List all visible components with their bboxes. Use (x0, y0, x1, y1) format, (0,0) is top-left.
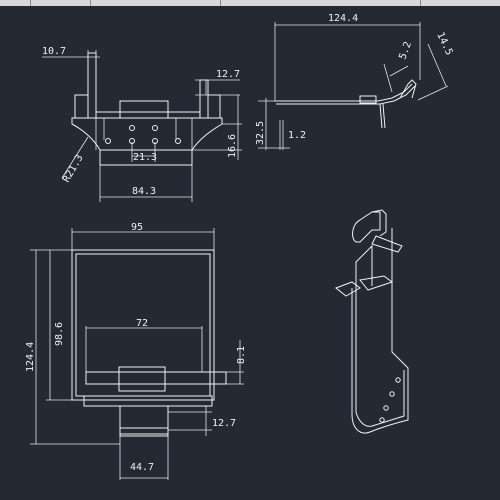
dim-slot-width: 72 (136, 318, 148, 329)
dim-side-height: 32.5 (255, 121, 266, 145)
side-hook (399, 79, 417, 99)
dim-radius: R21.3 (61, 153, 86, 185)
tab-4[interactable] (220, 0, 421, 6)
slot-bar (85, 371, 227, 385)
side-profile (276, 83, 416, 105)
tab-3[interactable] (90, 0, 221, 6)
dim-side-thickness: 1.2 (288, 130, 306, 141)
dim-base-width: 84.3 (132, 186, 156, 197)
side-clip (359, 95, 377, 104)
iso-plate-outline (351, 228, 409, 434)
iso-hook-back (371, 209, 387, 237)
dim-side-width: 124.4 (328, 13, 358, 24)
left-block (74, 94, 89, 119)
dim-front-height: 124.4 (25, 342, 36, 372)
hole-4 (175, 138, 181, 144)
isometric-view (335, 209, 409, 434)
dim-foot-height: 12.7 (212, 418, 236, 429)
iso-hole-1 (395, 377, 401, 383)
front-base (83, 395, 213, 407)
iso-lower-tab-left (335, 281, 361, 297)
front-view: 95 72 8.1 12.7 44.7 124.4 (25, 222, 247, 480)
dim-front-width: 95 (131, 222, 143, 233)
dim-slot-height: 8.1 (236, 346, 247, 364)
slot-block (118, 366, 166, 392)
right-tab-outline (199, 79, 209, 118)
tab-2[interactable] (30, 0, 91, 6)
dim-plate-height: 98.6 (54, 322, 65, 346)
dim-tab-width: 10.7 (42, 46, 66, 57)
center-block (119, 100, 169, 119)
hole-5 (129, 125, 135, 131)
side-drop-leg (379, 103, 386, 129)
top-view: 10.7 12.7 16.6 R21.3 21.3 84.3 (42, 46, 242, 202)
side-view: 124.4 5.2 14.5 32.5 1.2 (255, 13, 454, 150)
window-title-bar (0, 0, 500, 6)
tab-1[interactable] (0, 0, 31, 6)
dim-hole-spacing: 21.3 (133, 152, 157, 163)
iso-lower-tab-right (359, 275, 394, 291)
dim-side-a: 5.2 (397, 40, 414, 61)
dim-side-b: 14.5 (434, 31, 454, 57)
front-plate (71, 249, 215, 401)
iso-hook-top (352, 211, 381, 243)
front-foot (119, 405, 169, 437)
iso-side-tab (371, 235, 403, 253)
iso-plate-inner (355, 288, 405, 427)
hole-1 (105, 138, 111, 144)
left-tab-outline (87, 52, 97, 118)
inner-edges (95, 118, 193, 150)
dim-foot-width: 44.7 (130, 462, 154, 473)
iso-hole-3 (383, 405, 389, 411)
right-block (207, 94, 221, 119)
dim-tab-height: 12.7 (216, 69, 240, 80)
iso-hole-4 (379, 417, 385, 423)
dim-depth: 16.6 (227, 134, 238, 158)
iso-fold (355, 244, 373, 300)
iso-hole-2 (389, 391, 395, 397)
hole-6 (152, 125, 158, 131)
